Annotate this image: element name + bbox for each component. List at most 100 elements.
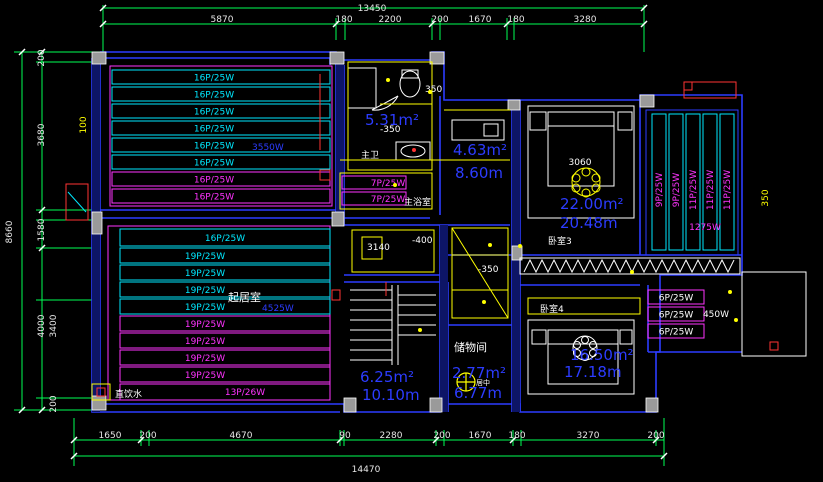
circuit-living-strip	[119, 349, 331, 366]
dim-right-1: 350	[761, 189, 771, 206]
circuit-right-strip	[647, 306, 705, 322]
red-markers	[319, 74, 693, 301]
dim-top-total: 13450	[358, 4, 387, 14]
circuit-top-label: 16P/25W	[194, 159, 234, 169]
bedroom3-label: 卧室3	[548, 235, 572, 247]
dim-top-2: 180	[335, 15, 352, 25]
bathroom-ceiling: -350	[380, 125, 401, 135]
pillars	[91, 51, 659, 413]
bedroom4-chandelier-icon	[572, 335, 598, 361]
circuit-wardrobe-label: 9P/25W	[672, 173, 682, 208]
water-dispenser-marker	[96, 387, 106, 397]
bathroom-label: 主卫	[361, 149, 379, 161]
circuit-top-label: 16P/25W	[194, 193, 234, 203]
circuit-wardrobe-label: 11P/25W	[723, 170, 733, 210]
bathroom-area: 5.31m²	[365, 111, 419, 129]
circuit-living-label: 19P/25W	[185, 354, 225, 364]
circuit-top-strip	[111, 137, 331, 153]
water-dispenser-icon	[91, 383, 111, 401]
circuit-living-strip	[119, 298, 331, 315]
dim-top-7: 3280	[574, 15, 597, 25]
bedroom4-label: 卧室4	[540, 303, 564, 315]
dim-left-7: 100	[79, 116, 89, 133]
light-strip-last	[119, 383, 331, 401]
circuit-wardrobe-strip	[719, 113, 735, 251]
bedroom3-area: 22.00m²	[560, 195, 624, 213]
circuit-top-mid-strip	[341, 175, 407, 190]
circuit-wardrobe-strip	[685, 113, 701, 251]
stair-perim: 10.10m	[362, 386, 420, 404]
circuit-top-mid-label: 7P/25W	[371, 195, 406, 205]
circuit-top-strip	[111, 188, 331, 204]
top-power: 3550W	[252, 143, 284, 153]
living-label: 起居室	[228, 290, 261, 304]
circuit-living-label: 19P/25W	[185, 371, 225, 381]
hydrant-icon	[65, 183, 89, 221]
master-bath-label: 主浴室	[404, 196, 431, 208]
circuit-top-label: 16P/25W	[194, 74, 234, 84]
closet-target-icon	[456, 372, 476, 392]
circuit-top-mid-strip	[341, 191, 407, 206]
dim-left-6: 200	[49, 395, 59, 412]
circuit-wardrobe-strip	[651, 113, 667, 251]
dim-bottom-5: 2280	[380, 431, 403, 441]
circuit-living-strip	[119, 366, 331, 383]
circuit-wardrobe-label: 9P/25W	[655, 173, 665, 208]
circuit-wardrobe-strip	[702, 113, 718, 251]
circuit-right-label: 6P/25W	[659, 294, 694, 304]
circuit-top-label: 16P/25W	[194, 176, 234, 186]
stair-area: 6.25m²	[360, 368, 414, 386]
circuit-top-strip	[111, 154, 331, 170]
circuit-top-strip	[111, 103, 331, 119]
store-perim: 8.60m	[455, 164, 503, 182]
circuit-wardrobe-strip	[668, 113, 684, 251]
circuit-living-strip	[119, 281, 331, 298]
dim-bottom-10: 200	[647, 431, 664, 441]
dim-bottom-total: 14470	[352, 465, 381, 475]
circuit-living-label: 19P/25W	[185, 252, 225, 262]
wardrobe-zigzag	[519, 257, 741, 275]
store-area: 4.63m²	[453, 141, 507, 159]
circuit-top-label: 16P/25W	[194, 108, 234, 118]
dim-bottom-2: 200	[139, 431, 156, 441]
bedroom3-perim: 20.48m	[560, 214, 618, 232]
dim-top-1: 5870	[211, 15, 234, 25]
dim-bottom-7: 1670	[469, 431, 492, 441]
dim-top-6: 180	[507, 15, 524, 25]
circuit-top-label: 16P/25W	[194, 125, 234, 135]
bedroom4-valance	[527, 297, 641, 315]
circuit-living-strip	[119, 264, 331, 281]
light-strip-block-top	[109, 65, 333, 207]
dim-top-5: 1670	[469, 15, 492, 25]
dim-bottom-9: 3270	[577, 431, 600, 441]
circuit-living-strip	[119, 315, 331, 332]
circuit-top-label: 16P/25W	[194, 142, 234, 152]
circuit-living-strip	[119, 247, 331, 264]
drain-icon	[412, 148, 416, 152]
circuit-right-strip	[647, 289, 705, 305]
circuit-right-label: 6P/25W	[659, 328, 694, 338]
closet-mark: 居中	[476, 378, 490, 387]
closet-area: 2.77m²	[452, 364, 506, 382]
water-label: 直饮水	[115, 388, 142, 400]
closet-perim: 6.77m	[454, 384, 502, 402]
dim-left-3: 1580	[37, 218, 47, 241]
bedroom4-fixtures	[527, 319, 635, 395]
circuit-living-label: 19P/25W	[185, 320, 225, 330]
stair-treads	[350, 285, 436, 365]
circuit-living-label: 19P/25W	[185, 337, 225, 347]
dim-bottom-1: 1650	[99, 431, 122, 441]
dim-left-1: 200	[37, 49, 47, 66]
dim-bottom-8: 180	[508, 431, 525, 441]
light-strip-block-top-mid	[339, 172, 433, 210]
dimension-ticks	[18, 4, 668, 460]
bedroom3-lamp: 3060	[569, 158, 592, 168]
yellow-dots	[386, 78, 738, 332]
circuit-list-living: 19P/25W 19P/25W 19P/25W 19P/25W 19P/25W 19P/2…	[119, 247, 331, 383]
circuit-living-label: 19P/25W	[185, 303, 225, 313]
circuit-living-label: 19P/25W	[185, 269, 225, 279]
balcony-marker	[769, 341, 779, 351]
bedroom4-area: 16.50m²	[570, 346, 634, 364]
